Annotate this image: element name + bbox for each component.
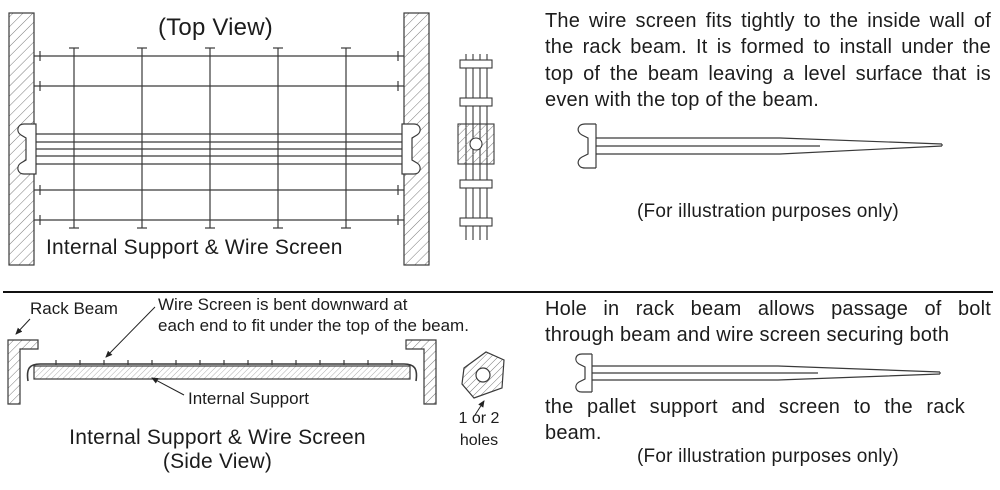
top-description: The wire screen fits tightly to the insi… [545,10,991,112]
wire-screen-line [26,363,418,382]
end-view-drawing [457,54,495,240]
wire-screen-note: Wire Screen is bent downward at each end… [158,295,469,336]
side-view-caption-line2: (Side View) [162,450,273,473]
holes-label: 1 or 2 holes [458,410,500,449]
bottom-illustration-note: (For illustration purposes only) [637,446,899,467]
support-left-flange [17,123,37,175]
support-right-flange [401,123,421,175]
bracket-hole-drawing [461,351,505,399]
internal-support-bar [33,365,411,380]
side-view-caption: Internal Support & Wire Screen (Side Vie… [45,426,390,474]
section-divider [3,291,993,293]
profile-flange [577,123,596,169]
top-view-caption: Internal Support & Wire Screen [46,236,343,259]
top-view-title: (Top View) [158,14,273,41]
support-profile-drawing-bottom [575,353,941,393]
profile-flange [575,353,592,393]
wire-screen-note-line2: each end to fit under the top of the bea… [158,315,469,335]
support-profile-drawing-top [577,123,943,169]
bolt-hole [475,367,491,383]
side-view-drawing [7,339,437,405]
rack-beam-label: Rack Beam [30,299,118,318]
rack-beam-right [405,339,437,405]
bolt-hole [469,137,483,151]
internal-support-label: Internal Support [188,389,309,408]
rack-beam-left [7,339,39,405]
side-view-caption-line1: Internal Support & Wire Screen [69,426,366,449]
top-illustration-note: (For illustration purposes only) [637,201,899,222]
wire-screen-note-line1: Wire Screen is bent downward at [158,295,408,314]
bottom-description-part1: Hole in rack beam allows passage of bolt… [545,298,991,347]
top-view-drawing [8,12,430,266]
bottom-description-part2: the pallet support and screen to the rac… [545,396,965,445]
